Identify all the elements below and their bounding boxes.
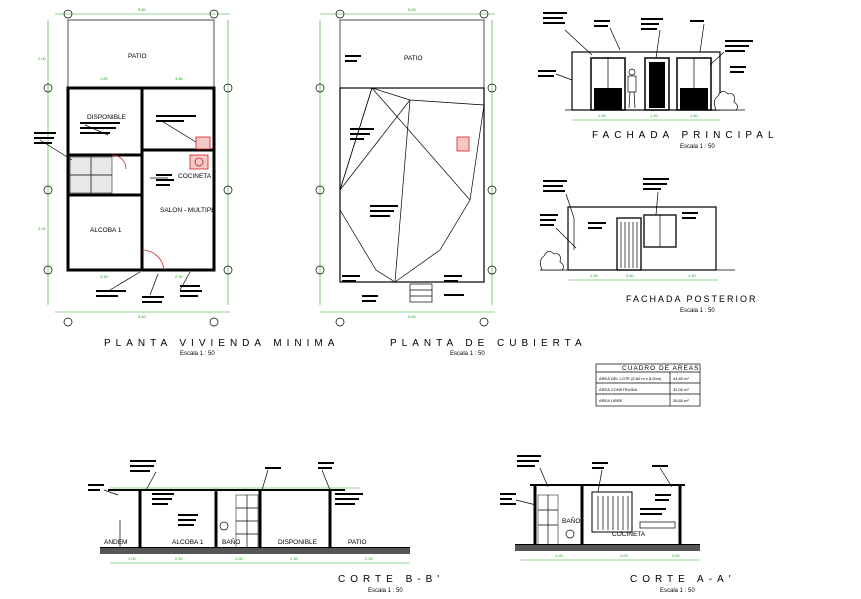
- roof-scale: Escala 1 : 50: [450, 351, 485, 357]
- svg-text:3,00: 3,00: [620, 553, 629, 558]
- section-aa-title: CORTE A-A': [630, 574, 736, 585]
- svg-text:5,60: 5,60: [408, 7, 417, 12]
- room-label-alcoba: ALCOBA 1: [90, 227, 122, 234]
- roof-title: PLANTA DE CUBIERTA: [390, 338, 587, 349]
- shrub-icon: [714, 91, 738, 111]
- front-title: FACHADA PRINCIPAL: [592, 130, 779, 141]
- room-label-salon: SALON - MULTIPL: [160, 207, 215, 214]
- area-row-value: 44,80 m²: [673, 376, 689, 381]
- shrub-icon: [540, 251, 564, 271]
- area-row-label: AREA LIBRE: [599, 398, 623, 403]
- grid-marker: [63, 9, 73, 19]
- section-aa-scale: Escala 1 : 50: [660, 588, 695, 594]
- area-table-title: CUADRO DE AREAS: [622, 365, 700, 372]
- svg-text:5,60: 5,60: [408, 314, 417, 319]
- section-bb-disponible: DISPONIBLE: [278, 539, 318, 546]
- svg-text:1,50: 1,50: [235, 556, 244, 561]
- svg-text:1,50: 1,50: [688, 273, 697, 278]
- svg-text:2,00: 2,00: [38, 56, 47, 61]
- section-bb-scale: Escala 1 : 50: [368, 588, 403, 594]
- front-facade: 1,50 1,20 1,50 FACHADA PRINCIPAL Escala …: [538, 12, 779, 150]
- grid-marker: [209, 317, 219, 327]
- grid-marker: [63, 317, 73, 327]
- svg-text:3,50: 3,50: [100, 274, 109, 279]
- room-label-patio: PATIO: [128, 53, 147, 60]
- section-bb-title: CORTE B-B': [338, 574, 444, 585]
- svg-text:1,50: 1,50: [690, 113, 699, 118]
- floor-plan: 5,60 1,80 3,80 3,50 2,30 5,60 2,00 3,00 …: [34, 7, 339, 357]
- area-row-label: AREA CONSTRUIDA: [599, 387, 638, 392]
- svg-text:3,80: 3,80: [175, 76, 184, 81]
- area-row-label: AREA DEL LOTE (5,60 m x 8,00m): [599, 376, 662, 381]
- svg-text:1,20: 1,20: [650, 113, 659, 118]
- plan-title: PLANTA VIVIENDA MINIMA: [104, 338, 339, 349]
- front-scale: Escala 1 : 50: [680, 144, 715, 150]
- svg-text:0,50: 0,50: [672, 553, 681, 558]
- roof-plan: 5,60 5,60 PATIO PLANTA DE CUBIERTA Escal…: [315, 7, 587, 357]
- svg-text:3,00: 3,00: [38, 226, 47, 231]
- svg-text:2,50: 2,50: [175, 556, 184, 561]
- svg-text:1,00: 1,00: [128, 556, 137, 561]
- stove-icon: [189, 154, 209, 170]
- plan-scale: Escala 1 : 50: [180, 351, 215, 357]
- grid-marker: [209, 9, 219, 19]
- svg-text:2,30: 2,30: [175, 274, 184, 279]
- section-bb-bano: BAÑO: [222, 537, 240, 546]
- room-label-cocineta: COCINETA: [178, 173, 212, 180]
- section-bb-alcoba: ALCOBA 1: [172, 539, 204, 546]
- area-table: CUADRO DE AREAS AREA DEL LOTE (5,60 m x …: [595, 363, 701, 407]
- section-bb-andem: ANDEM: [104, 539, 127, 546]
- svg-text:1,80: 1,80: [100, 76, 109, 81]
- svg-text:0,80: 0,80: [626, 273, 635, 278]
- rear-facade: 1,50 0,80 1,50 FACHADA POSTERIOR Escala …: [540, 178, 758, 314]
- door-swing: [141, 249, 165, 271]
- person-figure-icon: [628, 68, 636, 76]
- svg-text:5,60: 5,60: [138, 7, 147, 12]
- room-label-disponible: DISPONIBLE: [87, 114, 127, 121]
- roof-patio-label: PATIO: [404, 55, 423, 62]
- svg-text:5,60: 5,60: [138, 314, 147, 319]
- svg-text:1,50: 1,50: [590, 273, 599, 278]
- section-bb: 1,00 2,50 1,50 2,40 2,00 ANDEM ALCOBA 1 …: [88, 460, 444, 594]
- svg-text:1,50: 1,50: [555, 553, 564, 558]
- section-bb-patio: PATIO: [348, 539, 367, 546]
- area-row-value: 28,80 m²: [673, 398, 689, 403]
- section-aa-cocineta: COCINETA: [612, 531, 646, 538]
- area-row-value: 32,00 m²: [673, 387, 689, 392]
- section-aa-bano: BAÑO: [562, 516, 580, 525]
- rear-scale: Escala 1 : 50: [680, 308, 715, 314]
- svg-text:1,50: 1,50: [598, 113, 607, 118]
- svg-text:2,00: 2,00: [365, 556, 374, 561]
- rear-title: FACHADA POSTERIOR: [626, 294, 758, 304]
- svg-text:2,40: 2,40: [290, 556, 299, 561]
- section-aa: 1,50 3,00 0,50 BAÑO COCINETA CORTE A-A' …: [500, 455, 736, 594]
